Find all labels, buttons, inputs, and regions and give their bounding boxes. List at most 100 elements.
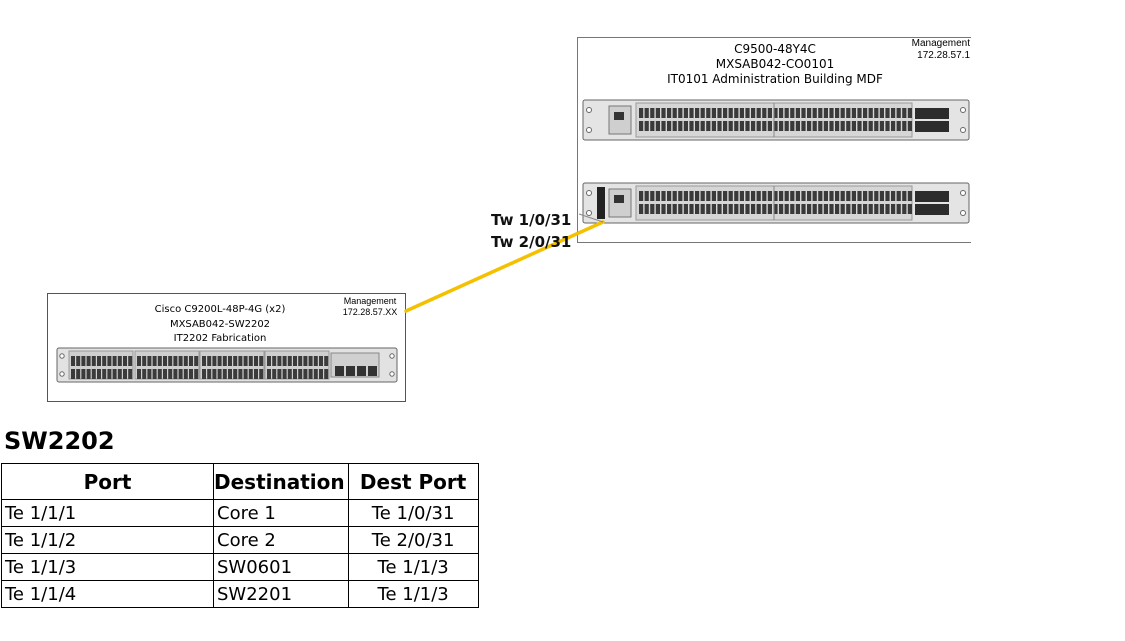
rj45-port bbox=[324, 356, 329, 366]
sfp-port bbox=[818, 191, 823, 201]
row-destination: Core 1 bbox=[213, 499, 349, 527]
sfp-port bbox=[879, 121, 884, 131]
rj45-port bbox=[152, 356, 157, 366]
sfp-port bbox=[851, 204, 856, 214]
sfp-port bbox=[695, 204, 700, 214]
sfp-port bbox=[717, 204, 722, 214]
chassis-badge bbox=[597, 187, 605, 219]
sfp-port bbox=[723, 204, 728, 214]
rj45-port bbox=[287, 369, 292, 379]
sfp-port bbox=[891, 108, 896, 118]
sfp-port bbox=[807, 204, 812, 214]
sfp-port bbox=[902, 121, 907, 131]
rack-screw bbox=[586, 210, 592, 216]
rack-screw bbox=[59, 371, 65, 377]
row-dest-port: Te 2/0/31 bbox=[347, 526, 479, 554]
rj45-port bbox=[248, 356, 253, 366]
row-port: Te 1/1/4 bbox=[1, 580, 214, 608]
sfp-port bbox=[639, 108, 644, 118]
core-switch-model: C9500-48Y4C bbox=[734, 42, 816, 56]
sfp-port bbox=[700, 108, 705, 118]
rj45-port bbox=[243, 369, 248, 379]
rj45-port bbox=[194, 369, 199, 379]
sfp-port bbox=[779, 191, 784, 201]
rj45-port bbox=[287, 356, 292, 366]
sfp-uplink-port bbox=[357, 366, 366, 376]
rj45-port bbox=[238, 369, 243, 379]
rack-screw bbox=[586, 127, 592, 133]
sfp-port bbox=[655, 121, 660, 131]
sfp-port bbox=[907, 108, 912, 118]
sfp-port bbox=[739, 191, 744, 201]
sfp-port bbox=[795, 191, 800, 201]
sfp-port bbox=[672, 108, 677, 118]
sfp-port bbox=[868, 191, 873, 201]
sfp-port bbox=[661, 191, 666, 201]
sfp-port bbox=[751, 191, 756, 201]
sfp-port bbox=[823, 121, 828, 131]
sfp-port bbox=[891, 121, 896, 131]
rj45-port bbox=[298, 369, 303, 379]
sfp-port bbox=[723, 191, 728, 201]
sfp-port bbox=[857, 204, 862, 214]
rj45-port bbox=[228, 369, 232, 379]
sfp-port bbox=[823, 108, 828, 118]
sfp-port bbox=[706, 108, 711, 118]
sfp-port bbox=[745, 121, 750, 131]
core-switch-hostname: MXSAB042-CO0101 bbox=[715, 57, 835, 71]
sfp-port bbox=[807, 121, 812, 131]
row-dest-port: Te 1/0/31 bbox=[347, 499, 479, 527]
sfp-port bbox=[851, 191, 856, 201]
sfp-port bbox=[801, 121, 806, 131]
rj45-port bbox=[152, 369, 157, 379]
rj45-port bbox=[183, 369, 188, 379]
sfp-port bbox=[762, 108, 767, 118]
sfp-port bbox=[879, 108, 884, 118]
rj45-port bbox=[277, 356, 282, 366]
sfp-port bbox=[689, 191, 694, 201]
sfp-port bbox=[706, 204, 711, 214]
rj45-port bbox=[178, 369, 183, 379]
sfp-port bbox=[835, 204, 840, 214]
rj45-port bbox=[183, 356, 188, 366]
rj45-port bbox=[233, 356, 238, 366]
uplink-module bbox=[915, 204, 949, 215]
sfp-port bbox=[711, 121, 716, 131]
sfp-port bbox=[891, 191, 896, 201]
sfp-port bbox=[639, 121, 644, 131]
rj45-port bbox=[163, 356, 167, 366]
sfp-port bbox=[739, 108, 744, 118]
rj45-port bbox=[147, 356, 152, 366]
rj45-port bbox=[277, 369, 282, 379]
sfp-port bbox=[661, 108, 666, 118]
rj45-port bbox=[254, 369, 258, 379]
sfp-port bbox=[650, 191, 655, 201]
sfp-port bbox=[745, 108, 750, 118]
sfp-port bbox=[907, 191, 912, 201]
link-label-1: Tw 1/0/31 bbox=[491, 211, 572, 229]
sfp-port bbox=[661, 204, 666, 214]
sfp-port bbox=[829, 108, 834, 118]
sfp-port bbox=[655, 108, 660, 118]
rj45-port bbox=[313, 369, 318, 379]
sfp-port bbox=[784, 191, 789, 201]
row-dest-port: Te 1/1/3 bbox=[347, 580, 479, 608]
sfp-port bbox=[711, 191, 716, 201]
sfp-port bbox=[784, 204, 789, 214]
sfp-port bbox=[734, 204, 739, 214]
rj45-port bbox=[107, 369, 112, 379]
rj45-port bbox=[123, 369, 127, 379]
sfp-port bbox=[728, 121, 733, 131]
sfp-port bbox=[683, 121, 688, 131]
rj45-port bbox=[81, 356, 86, 366]
rj45-port bbox=[293, 369, 297, 379]
sfp-port bbox=[655, 204, 660, 214]
sfp-port bbox=[885, 108, 890, 118]
sfp-port bbox=[644, 191, 649, 201]
rj45-port bbox=[102, 356, 107, 366]
rj45-port bbox=[173, 356, 178, 366]
sfp-port bbox=[751, 108, 756, 118]
rj45-port bbox=[308, 356, 313, 366]
rj45-port bbox=[222, 356, 227, 366]
sfp-port bbox=[896, 191, 901, 201]
